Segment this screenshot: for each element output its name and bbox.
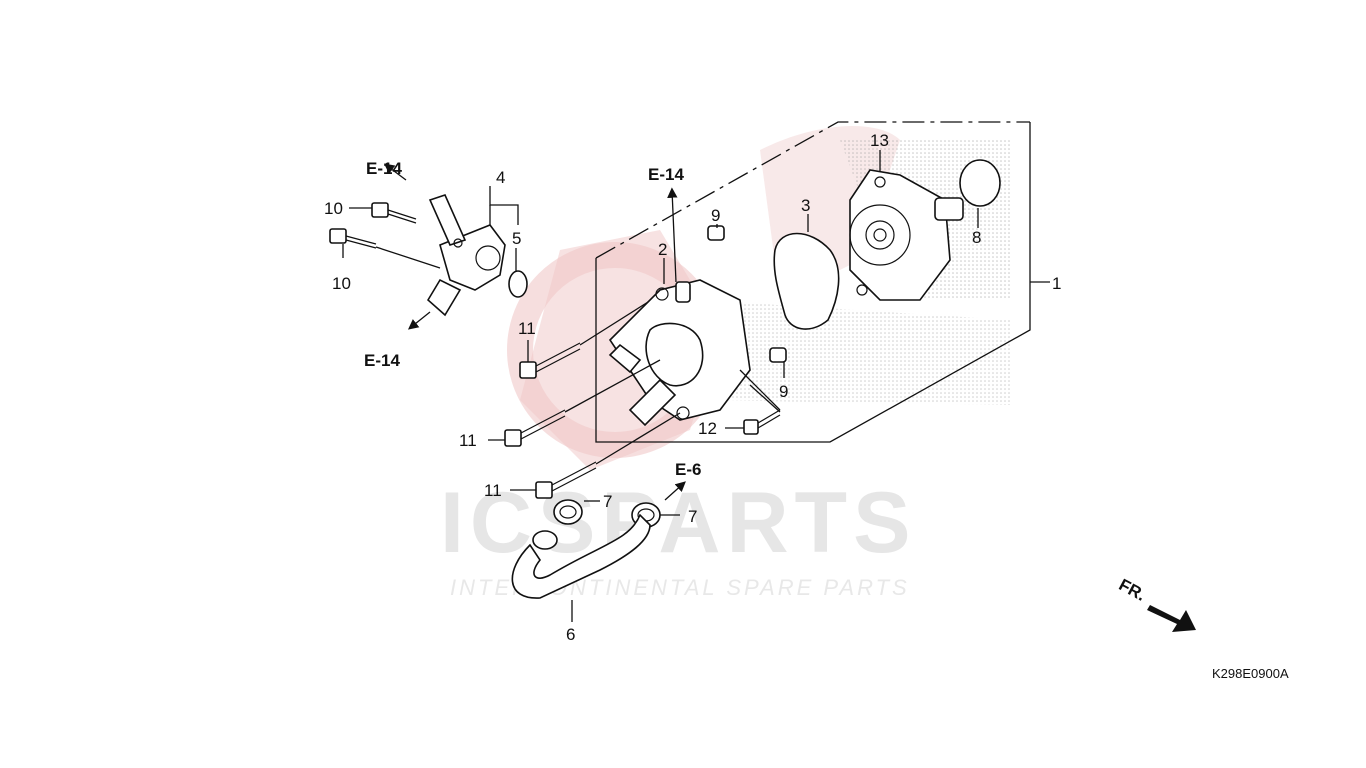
callout-8: 8 <box>972 228 981 247</box>
callout-10-lower: 10 <box>332 274 351 293</box>
callout-1: 1 <box>1052 274 1061 293</box>
callout-4: 4 <box>496 168 505 187</box>
callout-7-right: 7 <box>688 507 697 526</box>
part-11-bolt-1 <box>519 342 581 379</box>
part-8-o-ring <box>959 159 1001 207</box>
part-10-bolt-upper <box>371 202 417 224</box>
part-7-clamp-left <box>553 499 583 525</box>
part-5-o-ring <box>508 270 528 298</box>
part-11-bolt-2 <box>504 409 566 447</box>
part-13-pump-housing <box>849 169 964 301</box>
callout-11-lower: 11 <box>484 481 502 500</box>
ref-label-bottom-left: E-14 <box>364 351 400 370</box>
callout-2: 2 <box>658 240 667 259</box>
callout-6: 6 <box>566 625 575 644</box>
front-direction-indicator: FR. <box>1116 575 1196 632</box>
part-9-dowel-pin-lower <box>769 347 787 363</box>
callout-12: 12 <box>698 419 717 438</box>
ref-label-center: E-14 <box>648 165 684 184</box>
ref-arrow-center <box>667 187 678 283</box>
diagram-code: K298E0900A <box>1212 666 1289 681</box>
ref-arrow-top-left <box>383 163 407 181</box>
part-3-gasket <box>773 232 840 330</box>
callout-9-upper: 9 <box>711 206 720 225</box>
callout-13: 13 <box>870 131 889 150</box>
callout-3: 3 <box>801 196 810 215</box>
ref-arrow-bottom-left <box>407 311 431 330</box>
front-direction-label: FR. <box>1116 575 1149 605</box>
callout-5: 5 <box>512 229 521 248</box>
part-6-hose <box>511 513 651 599</box>
assembly-outline <box>595 121 1050 443</box>
callout-10-upper: 10 <box>324 199 343 218</box>
part-9-dowel-pin-upper <box>707 225 725 241</box>
ref-label-e6: E-6 <box>675 460 701 479</box>
part-10-bolt-lower <box>329 228 377 249</box>
leader-lines <box>342 150 979 622</box>
part-12-bolt <box>743 409 781 435</box>
callout-7-left: 7 <box>603 492 612 511</box>
ref-arrow-e6 <box>664 481 686 501</box>
callout-9-lower: 9 <box>779 382 788 401</box>
ref-label-top-left: E-14 <box>366 159 402 178</box>
part-4-joint <box>426 194 506 317</box>
callout-11-middle: 11 <box>459 431 477 450</box>
part-2-pump-body <box>608 279 751 427</box>
callout-11-upper: 11 <box>518 319 536 338</box>
